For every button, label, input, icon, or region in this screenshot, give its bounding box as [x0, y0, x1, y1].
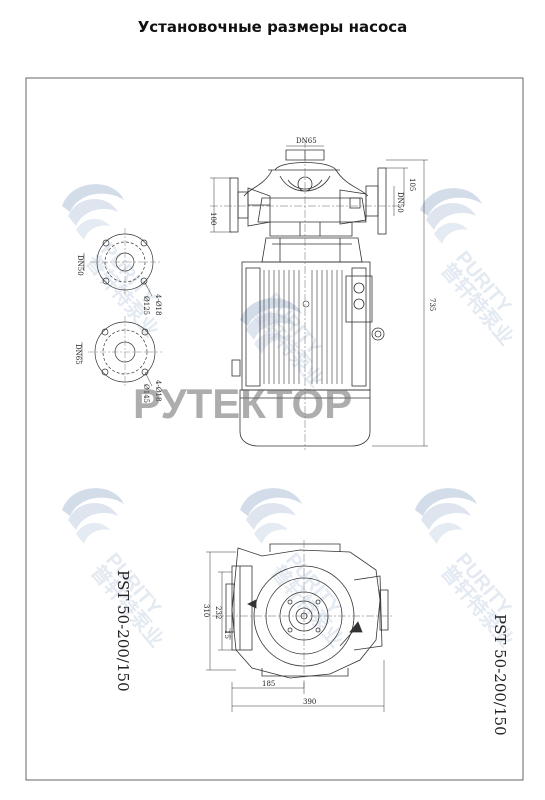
- dim-dn50-right: DN50: [396, 192, 404, 213]
- watermark-logo-icon: [415, 488, 477, 544]
- dim-bolt-top: 4-Ø18: [154, 294, 162, 315]
- dim-310: 310: [202, 604, 210, 617]
- dim-105: 105: [408, 178, 416, 191]
- dim-390: 390: [303, 698, 316, 706]
- dim-185: 185: [262, 680, 275, 688]
- watermark-logo-icon: [62, 488, 124, 544]
- dim-dn50-flange: DN50: [76, 255, 84, 276]
- flange-dn50: [83, 228, 160, 297]
- model-label-left: PST 50-200/150: [114, 570, 132, 692]
- top-view-dimensions: [206, 551, 385, 712]
- page-title: Установочные размеры насоса: [137, 18, 408, 36]
- dim-15: 15: [223, 630, 231, 639]
- drawing-frame: [25, 77, 524, 781]
- flange-dn65: [81, 316, 162, 388]
- watermark-logo-icon: [240, 488, 302, 544]
- pump-side-view: [229, 149, 387, 447]
- watermark-logo-icon: [420, 188, 482, 244]
- model-label-right: PST 50-200/150: [491, 614, 509, 736]
- dim-dn65-top: DN65: [296, 137, 317, 145]
- side-view-dimensions: [210, 145, 428, 447]
- motor-cooling-fins: [263, 270, 343, 384]
- dim-dn65-flange: DN65: [74, 344, 82, 365]
- dim-232: 232: [214, 606, 222, 619]
- dim-100: 100: [209, 212, 217, 225]
- dim-735: 735: [428, 298, 436, 311]
- watermark-logo-icon: [62, 184, 124, 240]
- dim-pcd-bottom: Ø145: [142, 384, 150, 403]
- dim-bolt-bottom: 4-Ø18: [154, 380, 162, 401]
- dim-pcd-top: Ø125: [142, 296, 150, 315]
- brand-logo: РУТЕКТОР: [133, 380, 352, 427]
